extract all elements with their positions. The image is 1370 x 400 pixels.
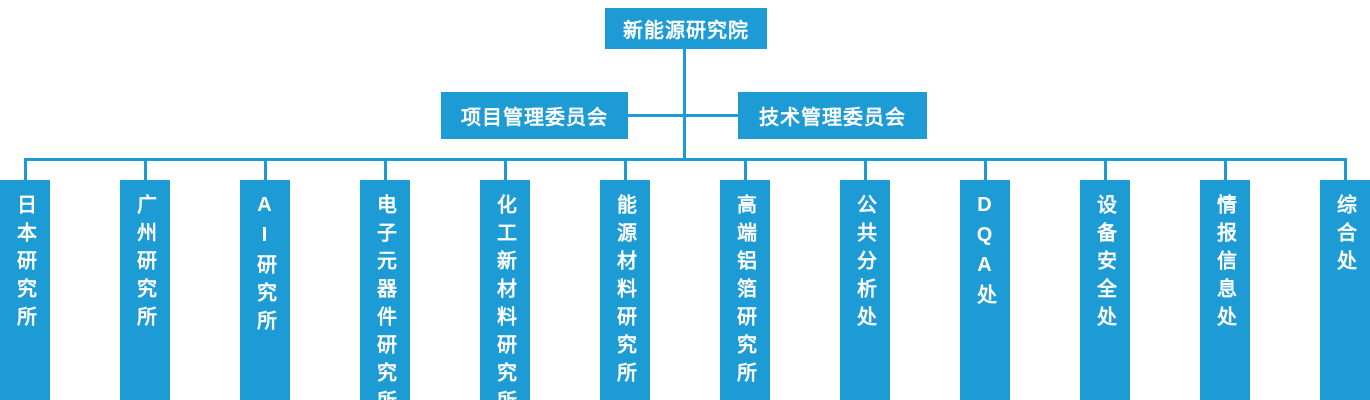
dept-label: 能源材料研究所 [613, 194, 636, 390]
org-node-committee-technology: 技术管理委员会 [738, 92, 927, 139]
connector-committee-line [627, 114, 739, 117]
org-node-dept-3: AI研究所 [240, 160, 290, 400]
dept-label: AI研究所 [253, 194, 276, 338]
org-node-dept-9: DQA处 [960, 160, 1010, 400]
org-node-dept-1: 日本研究所 [0, 160, 50, 400]
org-node-dept-7: 高端铝箔研究所 [720, 160, 770, 400]
org-node-dept-12: 综合处 [1320, 160, 1370, 400]
org-node-dept-8: 公共分析处 [840, 160, 890, 400]
dept-label: 情报信息处 [1213, 194, 1236, 334]
org-node-dept-6: 能源材料研究所 [600, 160, 650, 400]
org-node-dept-4: 电子元器件研究所 [360, 160, 410, 400]
dept-label: DQA处 [973, 194, 996, 312]
org-node-dept-11: 情报信息处 [1200, 160, 1250, 400]
dept-label: 广州研究所 [133, 194, 156, 334]
dept-label: 高端铝箔研究所 [733, 194, 756, 390]
dept-label: 电子元器件研究所 [373, 194, 396, 400]
org-node-committee-project: 项目管理委员会 [441, 92, 628, 139]
dept-label: 设备安全处 [1093, 194, 1116, 334]
connector-trunk-line [683, 48, 686, 161]
dept-label: 化工新材料研究所 [493, 194, 516, 400]
dept-label: 综合处 [1333, 194, 1356, 278]
org-node-root: 新能源研究院 [605, 8, 767, 49]
dept-label: 日本研究所 [13, 194, 36, 334]
dept-label: 公共分析处 [853, 194, 876, 334]
connector-main-rail-line [24, 158, 1347, 161]
org-node-dept-2: 广州研究所 [120, 160, 170, 400]
org-node-dept-5: 化工新材料研究所 [480, 160, 530, 400]
org-node-dept-10: 设备安全处 [1080, 160, 1130, 400]
